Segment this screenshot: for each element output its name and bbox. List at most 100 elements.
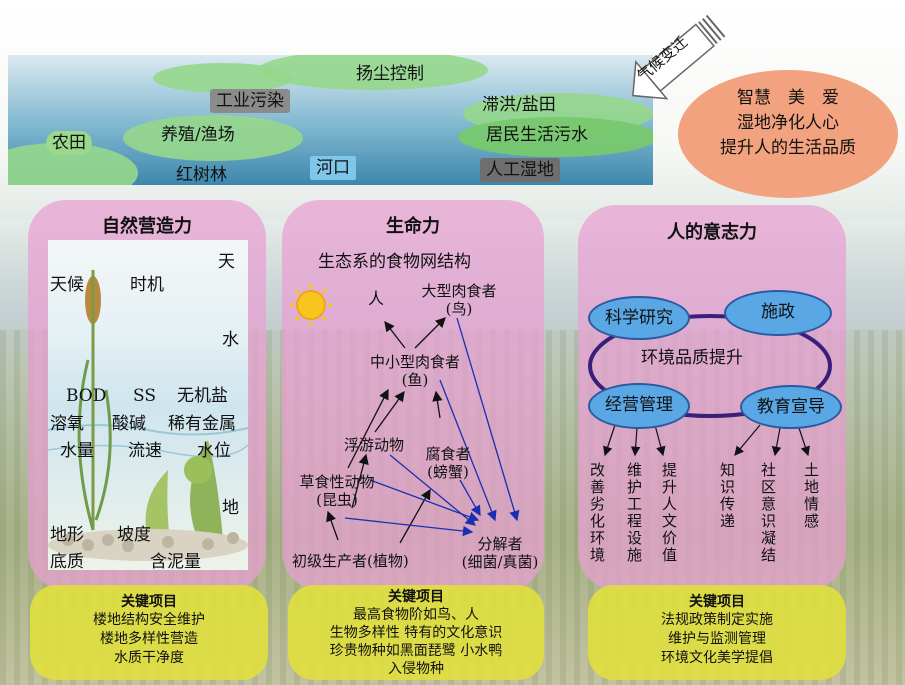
nature-key-line: 楼地结构安全维护 (93, 612, 205, 628)
arrow-producer-to-detritivore (399, 488, 431, 544)
cycle-research: 科学研究 (588, 296, 690, 340)
arrow-large-to-decomposer (456, 317, 520, 522)
node-mid-carnivore-sub: (鱼) (401, 371, 429, 389)
label-slope: 坡度 (117, 525, 151, 545)
green-patch (123, 115, 303, 161)
arrow-plankton-to-decomposer (389, 454, 477, 526)
tag-constructed-wetland: 人工湿地 (480, 158, 560, 182)
life-key-line: 入侵物种 (388, 661, 444, 677)
arrow-detritivore-to-mid (432, 390, 443, 419)
green-patch (153, 63, 293, 93)
goal-line-3: 提升人的生活品质 (720, 138, 856, 158)
label-weather: 天候 (50, 275, 84, 295)
label-substrate: 底质 (50, 552, 84, 572)
tag-domestic-sewage: 居民生活污水 (486, 125, 588, 145)
goal-line-2: 湿地净化人心 (737, 113, 839, 133)
node-decomposer-label: 分解者 (477, 535, 523, 553)
panel-will-title: 人的意志力 (667, 222, 757, 243)
arrow-producer-to-plankton (351, 453, 369, 509)
tag-estuary: 河口 (310, 156, 356, 180)
label-sky: 天 (218, 252, 235, 272)
life-key-title: 关键项目 (388, 589, 444, 605)
label-timing: 时机 (130, 275, 164, 295)
node-producer: 初级生产者(植物) (292, 552, 409, 570)
outcome-knowledge: 知识传递 (719, 461, 735, 530)
life-key-line: 最高食物阶如鸟、人 (353, 607, 479, 623)
arrow-detritivore-to-decomposer (459, 479, 481, 517)
label-water-volume: 水量 (60, 441, 94, 461)
goal-line-1: 智慧 美 爱 (737, 88, 839, 108)
node-decomposer: 分解者 (细菌/真菌) (450, 535, 550, 571)
label-water-level: 水位 (197, 441, 231, 461)
outcome-community: 社区意识凝结 (760, 461, 776, 564)
arrow-plankton-to-mid (374, 390, 405, 433)
node-herbivore-sub: (昆虫) (316, 491, 358, 509)
goal-ellipse: 智慧 美 爱 湿地净化人心 提升人的生活品质 (678, 70, 898, 198)
will-key-line: 法规政策制定实施 (661, 612, 773, 628)
will-key-box: 关键项目 法规政策制定实施 维护与监测管理 环境文化美学提倡 (588, 585, 846, 680)
node-plankton: 浮游动物 (344, 436, 405, 454)
will-key-line: 维护与监测管理 (668, 631, 766, 647)
nature-key-line: 楼地多样性营造 (100, 631, 198, 647)
nature-key-line: 水质干净度 (114, 650, 184, 666)
green-patch (258, 55, 488, 90)
outcome-maintain-facility: 维护工程设施 (626, 461, 642, 564)
panel-life-title: 生命力 (386, 216, 440, 237)
label-ss: SS (133, 386, 156, 406)
cycle-management: 经营管理 (588, 383, 690, 429)
label-acid-base: 酸碱 (112, 414, 146, 434)
tag-industrial-pollution: 工业污染 (210, 89, 290, 113)
tag-mangrove: 红树林 (176, 165, 227, 185)
label-dissolved-oxygen: 溶氧 (50, 414, 84, 434)
life-key-line: 珍贵物种如黑面琵鹭 小水鸭 (329, 643, 503, 659)
nature-key-title: 关键项目 (121, 594, 177, 610)
label-rare-metal: 稀有金属 (168, 414, 236, 434)
node-large-carnivore-sub: (鸟) (445, 300, 473, 318)
node-human: 人 (368, 289, 385, 308)
green-patch (458, 117, 653, 157)
outcome-land-affection: 土地情感 (803, 461, 819, 530)
node-detritivore-label: 腐食者 (425, 445, 471, 463)
label-terrain: 地形 (50, 525, 84, 545)
label-water: 水 (222, 330, 239, 350)
arrow-producer-to-decomposer (344, 517, 474, 537)
foodweb-subtitle: 生态系的食物网结构 (318, 252, 471, 272)
node-mid-carnivore-label: 中小型肉食者 (369, 353, 460, 371)
arrow-mid-to-human (384, 320, 406, 349)
outcome-improve-env: 改善劣化环境 (589, 461, 605, 564)
node-herbivore: 草食性动物 (昆虫) (282, 473, 392, 509)
node-large-carnivore-label: 大型肉食者 (421, 282, 497, 300)
label-flow-rate: 流速 (128, 441, 162, 461)
tag-aquaculture: 养殖/渔场 (161, 125, 235, 145)
node-detritivore: 腐食者 (螃蟹) (418, 445, 478, 481)
cycle-policy: 施政 (724, 290, 832, 336)
node-decomposer-sub: (细菌/真菌) (461, 553, 539, 571)
node-detritivore-sub: (螃蟹) (427, 463, 469, 481)
node-herbivore-label: 草食性动物 (299, 473, 375, 491)
life-key-box: 关键项目 最高食物阶如鸟、人 生物多样性 特有的文化意识 珍贵物种如黑面琵鹭 小… (288, 585, 544, 680)
cycle-education: 教育宣导 (740, 385, 842, 429)
label-silt-content: 含泥量 (150, 552, 201, 572)
label-earth: 地 (222, 498, 239, 518)
cycle-center: 环境品质提升 (641, 348, 743, 368)
tag-dust-control: 扬尘控制 (356, 64, 424, 84)
nature-plants-icon (47, 270, 249, 561)
arrow-producer-to-herb (326, 510, 339, 541)
panel-nature-title: 自然营造力 (102, 216, 192, 237)
cycle-ring (588, 314, 832, 418)
climate-arrow-icon (632, 14, 726, 100)
node-large-carnivore: 大型肉食者 (鸟) (414, 282, 504, 318)
will-key-line: 环境文化美学提倡 (661, 650, 773, 666)
sun-icon (290, 284, 332, 326)
nature-key-box: 关键项目 楼地结构安全维护 楼地多样性营造 水质干净度 (30, 585, 268, 680)
life-key-line: 生物多样性 特有的文化意识 (329, 625, 503, 641)
label-inorganic-salt: 无机盐 (177, 386, 228, 406)
label-bod: BOD (66, 386, 107, 406)
arrow-mid-to-large (414, 317, 446, 349)
tag-flood-saltfield: 滞洪/盐田 (482, 95, 556, 115)
will-key-title: 关键项目 (689, 594, 745, 610)
tag-farmland: 农田 (46, 131, 92, 155)
arrow-mid-to-decomposer (439, 379, 497, 522)
